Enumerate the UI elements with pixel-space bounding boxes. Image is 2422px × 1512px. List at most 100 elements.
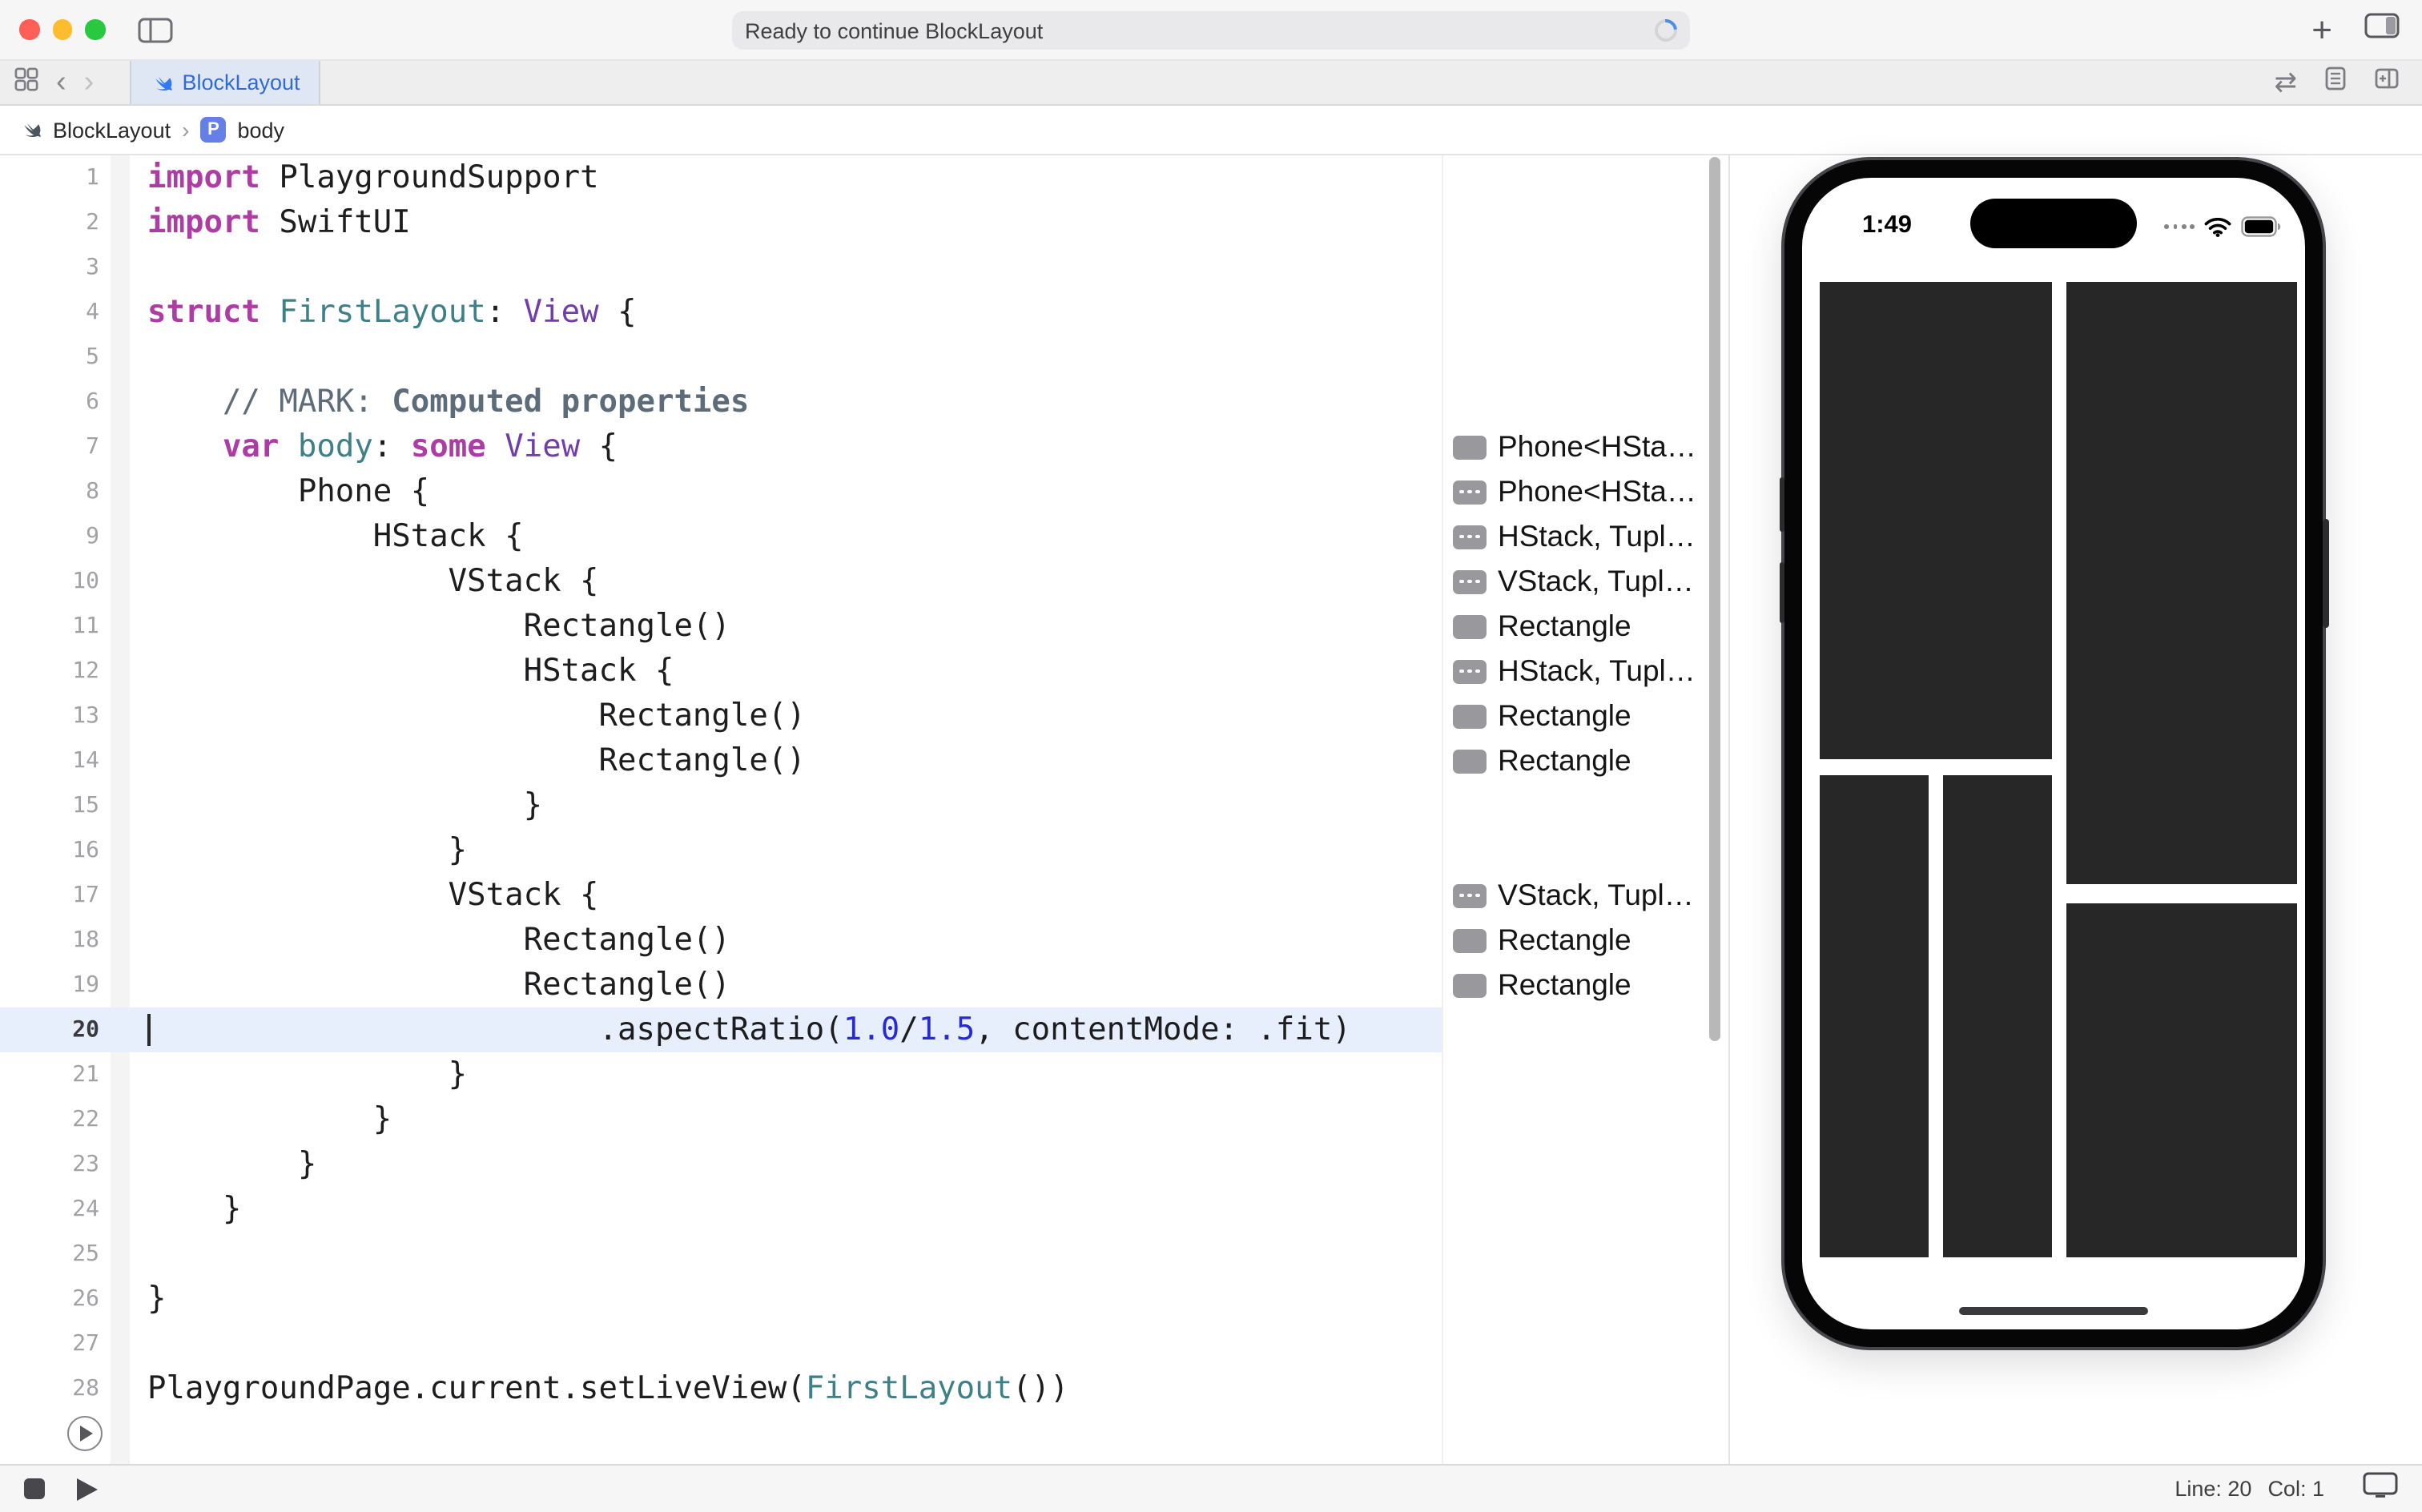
result-entry[interactable]: Rectangle (1453, 963, 1631, 1007)
code-line[interactable]: HStack { (147, 517, 524, 554)
code-line[interactable] (0, 245, 1442, 290)
result-entry[interactable]: HStack, Tupl… (1453, 514, 1696, 559)
new-playground-button[interactable]: + (2311, 9, 2332, 49)
result-entry[interactable]: Phone<HSta… (1453, 424, 1696, 469)
result-label: Rectangle (1498, 698, 1631, 732)
iphone-preview: 1:49 (1779, 160, 2328, 1347)
result-label: Rectangle (1498, 967, 1631, 1001)
result-entry[interactable]: Phone<HSta… (1453, 469, 1696, 514)
code-line[interactable]: import PlaygroundSupport (147, 159, 599, 195)
result-entry[interactable]: Rectangle (1453, 918, 1631, 963)
result-entry[interactable]: Rectangle (1453, 694, 1631, 738)
code-lines: import PlaygroundSupport import SwiftUI st… (0, 155, 1442, 1411)
result-badge-icon (1453, 435, 1487, 459)
code-line[interactable]: struct FirstLayout: View { (147, 293, 637, 330)
swift-icon (155, 76, 172, 90)
right-panel-icon (2364, 13, 2400, 38)
code-line[interactable]: VStack { (147, 562, 599, 599)
tab-blocklayout[interactable]: BlockLayout (130, 61, 320, 104)
code-line[interactable]: } (147, 786, 543, 823)
code-line[interactable] (0, 1232, 1442, 1277)
code-line[interactable]: } (147, 1100, 392, 1137)
cellular-dots-icon (2164, 224, 2195, 229)
code-line[interactable]: Phone { (147, 472, 430, 509)
editor-options-button[interactable] (2323, 66, 2348, 99)
run-button[interactable] (77, 1478, 98, 1500)
split-editor-icon (2375, 68, 2399, 89)
result-badge-icon (1453, 973, 1487, 997)
result-label: Rectangle (1498, 609, 1631, 642)
code-line[interactable]: } (147, 1190, 242, 1227)
titlebar: Ready to continue BlockLayout + (0, 0, 2422, 61)
code-line[interactable]: PlaygroundPage.current.setLiveView(First… (147, 1369, 1069, 1406)
document-lines-icon (2325, 66, 2346, 90)
results-sidebar: Phone<HSta… Phone<HSta… HStack, Tupl… VStac… (1442, 155, 1717, 1464)
code-line[interactable]: } (147, 1145, 317, 1182)
code-line[interactable]: Rectangle() (147, 742, 806, 778)
result-entry[interactable]: VStack, Tupl… (1453, 873, 1694, 918)
code-line[interactable]: import SwiftUI (147, 203, 411, 240)
jump-bar: BlockLayout › P body (0, 106, 2422, 155)
result-badge-icon (1453, 704, 1487, 728)
code-line[interactable]: VStack { (147, 876, 599, 913)
activity-status-pill[interactable]: Ready to continue BlockLayout (732, 11, 1690, 50)
text-cursor (147, 1014, 151, 1046)
live-view-toggle-button[interactable] (2363, 1472, 2398, 1506)
preview-rect-bottom-right (2066, 903, 2297, 1257)
inspector-toggle-button[interactable] (2364, 13, 2400, 46)
code-line[interactable]: // MARK: Computed properties (147, 383, 750, 420)
result-label: HStack, Tupl… (1498, 519, 1696, 553)
breadcrumb-separator-icon: › (182, 117, 190, 143)
overview-button[interactable] (14, 66, 38, 99)
code-line[interactable]: Rectangle() (147, 697, 806, 734)
close-window-button[interactable] (19, 19, 39, 40)
result-badge-icon (1453, 883, 1487, 907)
code-line[interactable]: Rectangle() (147, 966, 730, 1003)
code-line[interactable]: } (147, 831, 468, 868)
result-badge-icon (1453, 659, 1487, 683)
minimize-window-button[interactable] (52, 19, 72, 40)
power-button (2323, 519, 2328, 628)
forward-button[interactable]: › (83, 66, 95, 99)
status-text: Ready to continue BlockLayout (745, 18, 1044, 42)
result-label: Phone<HSta… (1498, 429, 1696, 463)
result-entry[interactable]: HStack, Tupl… (1453, 649, 1696, 694)
vertical-scrollbar[interactable] (1709, 157, 1720, 1041)
code-line[interactable]: .aspectRatio(1.0/1.5, contentMode: .fit) (0, 1007, 1442, 1052)
code-review-button[interactable]: ⇄ (2274, 67, 2298, 98)
result-entry[interactable]: Rectangle (1453, 604, 1631, 649)
battery-icon (2241, 216, 2281, 237)
fullscreen-window-button[interactable] (85, 19, 105, 40)
code-line[interactable]: } (147, 1056, 468, 1092)
code-line[interactable] (0, 335, 1442, 380)
tab-bar-right-controls: ⇄ (2275, 61, 2422, 104)
preview-rect-bottom-left-1 (1820, 775, 1929, 1257)
result-label: Phone<HSta… (1498, 474, 1696, 508)
code-line[interactable]: HStack { (147, 652, 674, 689)
code-line[interactable]: var body: some View { (222, 428, 618, 464)
breadcrumb-symbol[interactable]: body (237, 118, 284, 142)
result-label: HStack, Tupl… (1498, 653, 1696, 687)
result-entry[interactable]: VStack, Tupl… (1453, 559, 1694, 604)
preview-rect-top-right (2066, 282, 2297, 884)
source-editor[interactable]: import PlaygroundSupport import SwiftUI st… (0, 155, 1730, 1464)
code-line[interactable]: } (147, 1280, 167, 1317)
folding-ribbon (111, 155, 130, 1464)
result-entry[interactable]: Rectangle (1453, 738, 1631, 783)
breadcrumb-file[interactable]: BlockLayout (53, 118, 171, 142)
volume-down-button (1779, 562, 1784, 623)
code-line[interactable]: Rectangle() (147, 921, 730, 958)
run-to-here-button[interactable] (67, 1416, 103, 1451)
sidebar-toggle-button[interactable] (137, 17, 172, 42)
swift-file-icon (24, 123, 41, 138)
col-indicator: Col: 1 (2267, 1477, 2324, 1501)
stop-button[interactable] (24, 1478, 45, 1499)
titlebar-right-controls: + (2311, 9, 2400, 49)
code-line[interactable]: Rectangle() (147, 607, 730, 644)
result-badge-icon (1453, 480, 1487, 504)
add-editor-button[interactable] (2374, 66, 2400, 99)
back-button[interactable]: ‹ (56, 66, 66, 99)
code-line[interactable] (0, 1321, 1442, 1366)
result-label: VStack, Tupl… (1498, 564, 1694, 597)
